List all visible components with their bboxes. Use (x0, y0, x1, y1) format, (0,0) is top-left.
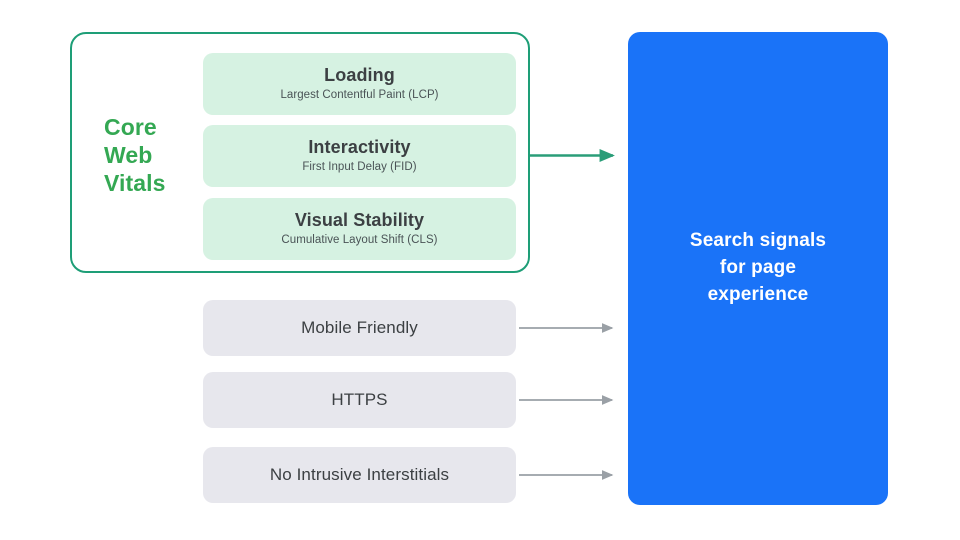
signal-card-mobile-friendly-title: Mobile Friendly (301, 318, 418, 338)
signal-card-no-intrusive-interstitials-title: No Intrusive Interstitials (269, 465, 450, 485)
metric-card-loading-subtitle: Largest Contentful Paint (LCP) (280, 88, 439, 101)
search-signals-panel-line-3: experience (707, 283, 809, 305)
search-signals-panel-text: Search signals for page experience (690, 228, 826, 309)
search-signals-panel-line-1: Search signals (689, 230, 827, 252)
signal-card-mobile-friendly: Mobile Friendly (203, 300, 516, 356)
metric-card-interactivity-subtitle: First Input Delay (FID) (302, 160, 417, 173)
metric-card-interactivity-title: Interactivity (308, 137, 411, 158)
metric-card-visual-stability: Visual Stability Cumulative Layout Shift… (203, 198, 516, 260)
search-signals-panel-line-2: for page (719, 257, 797, 279)
metric-card-visual-stability-title: Visual Stability (294, 210, 425, 231)
metric-card-interactivity: Interactivity First Input Delay (FID) (203, 125, 516, 187)
metric-card-visual-stability-subtitle: Cumulative Layout Shift (CLS) (281, 233, 438, 246)
search-signals-panel: Search signals for page experience (628, 32, 888, 505)
metric-card-loading-title: Loading (324, 65, 395, 86)
signal-card-no-intrusive-interstitials: No Intrusive Interstitials (203, 447, 516, 503)
core-web-vitals-group (70, 32, 530, 273)
signal-card-https: HTTPS (203, 372, 516, 428)
signal-card-https-title: HTTPS (331, 390, 388, 410)
core-web-vitals-label: Core Web Vitals (104, 113, 196, 197)
metric-card-loading: Loading Largest Contentful Paint (LCP) (203, 53, 516, 115)
core-web-vitals-label-line-2: Web (104, 142, 153, 169)
core-web-vitals-label-line-1: Core (104, 114, 157, 140)
core-web-vitals-label-line-3: Vitals (104, 170, 166, 197)
